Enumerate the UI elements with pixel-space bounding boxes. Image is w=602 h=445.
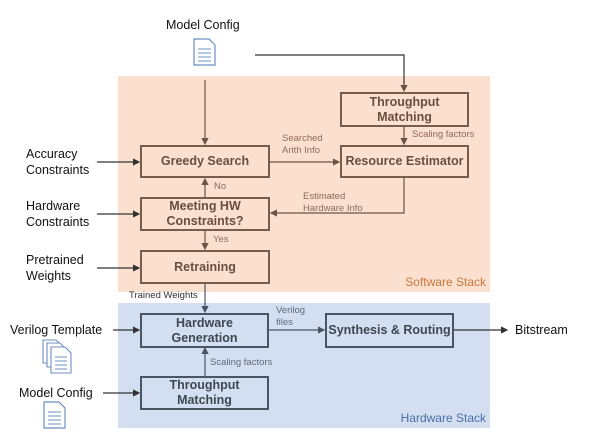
document-icon [43, 401, 66, 429]
bitstream-label: Bitstream [515, 323, 568, 337]
hardware-stack-label: Hardware Stack [400, 411, 486, 425]
model-config-top-label: Model Config [166, 18, 240, 32]
trained-weights-label: Trained Weights [129, 290, 198, 301]
software-stack-label: Software Stack [405, 275, 486, 289]
scaling-factors-hw-label: Scaling factors [210, 357, 273, 368]
model-config-bottom-label: Model Config [19, 386, 93, 400]
yes-label: Yes [213, 234, 229, 245]
edge-resource-meetinghw [269, 178, 405, 217]
scaling-factors-sw-label: Scaling factors [412, 129, 475, 140]
synthesis-routing-box: Synthesis & Routing [325, 313, 454, 348]
resource-estimator-box: Resource Estimator [340, 145, 469, 178]
verilog-template-label: Verilog Template [10, 323, 103, 337]
retraining-box: Retraining [140, 250, 270, 284]
documents-stack-icon [42, 339, 72, 374]
edge-modelconfig-throughput [255, 54, 408, 93]
document-icon [193, 38, 216, 66]
greedy-search-box: Greedy Search [140, 145, 270, 178]
no-label: No [214, 181, 227, 192]
